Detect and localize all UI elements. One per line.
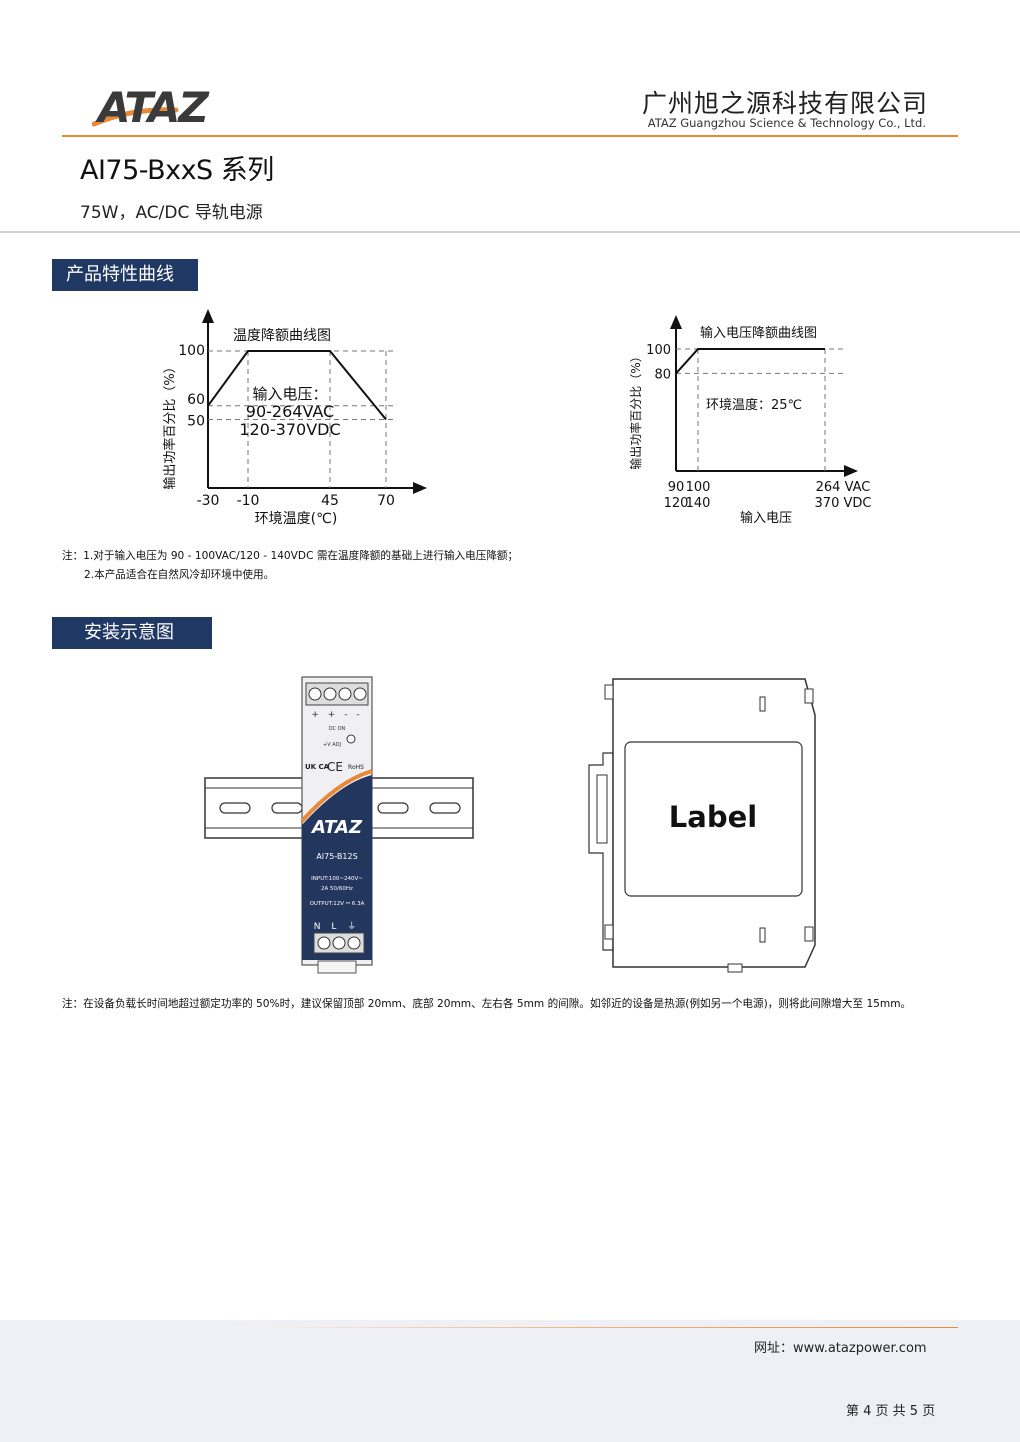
header-divider bbox=[62, 135, 958, 137]
temp-x-label: 环境温度(℃) bbox=[255, 511, 338, 527]
temp-chart-x-arrow bbox=[413, 482, 427, 494]
svg-text:INPUT:100~240V~: INPUT:100~240V~ bbox=[311, 876, 363, 882]
product-subtitle: 75W，AC/DC 导轨电源 bbox=[80, 203, 263, 223]
temp-derating-line bbox=[207, 350, 387, 421]
temp-annotation-0: 输入电压： bbox=[252, 385, 327, 403]
volt-y-tick-80: 80 bbox=[654, 367, 671, 382]
temp-chart-y-arrow bbox=[202, 309, 214, 323]
temp-annotation-1: 90-264VAC bbox=[246, 402, 334, 421]
temp-y-tick-50: 50 bbox=[187, 414, 205, 430]
volt-x-tick-top-0: 90 bbox=[668, 480, 685, 495]
section-install-heading: 安装示意图 bbox=[52, 617, 212, 649]
svg-text:RoHS: RoHS bbox=[348, 764, 364, 771]
volt-x-tick-bottom-0: 120 bbox=[664, 496, 689, 511]
temp-x-tick--30: -30 bbox=[197, 493, 220, 509]
svg-text:N L ⏚: N L ⏚ bbox=[314, 921, 360, 932]
volt-x-tick-top-2: 264 VAC bbox=[816, 480, 871, 495]
volt-chart-x-arrow bbox=[844, 465, 858, 477]
volt-x-tick-bottom-2: 370 VDC bbox=[815, 496, 872, 511]
volt-chart-y-arrow bbox=[670, 315, 682, 329]
temp-x-tick-70: 70 bbox=[377, 493, 395, 509]
temp-annotation-2: 120-370VDC bbox=[239, 420, 340, 439]
website-text: 网址：www.atazpower.com bbox=[754, 1341, 927, 1356]
svg-text:DC ON: DC ON bbox=[329, 726, 346, 732]
svg-text:ATAZ: ATAZ bbox=[95, 83, 210, 132]
svg-text:OUTPUT:12V ⎓ 6.3A: OUTPUT:12V ⎓ 6.3A bbox=[310, 901, 365, 907]
series-title: AI75-BxxS 系列 bbox=[80, 155, 274, 186]
svg-text:+ + - -: + + - - bbox=[311, 710, 362, 720]
volt-y-label: 输出功率百分比（%） bbox=[628, 350, 643, 469]
svg-text:ATAZ: ATAZ bbox=[310, 817, 363, 838]
footer-band bbox=[0, 1320, 1020, 1442]
volt-derating-line bbox=[675, 348, 825, 375]
curve-note-1: 注：1.对于输入电压为 90 - 100VAC/120 - 140VDC 需在温… bbox=[62, 550, 519, 562]
footer-divider bbox=[230, 1327, 958, 1328]
volt-x-label: 输入电压 bbox=[740, 510, 792, 526]
svg-text:UK CA: UK CA bbox=[305, 763, 330, 771]
section-divider bbox=[0, 231, 1020, 233]
temp-x-tick--10: -10 bbox=[237, 493, 260, 509]
temp-y-tick-60: 60 bbox=[187, 392, 205, 408]
section-curves-heading: 产品特性曲线 bbox=[52, 259, 198, 291]
company-name-cn: 广州旭之源科技有限公司 bbox=[641, 89, 928, 118]
temp-x-tick-45: 45 bbox=[321, 493, 339, 509]
volt-y-tick-100: 100 bbox=[646, 343, 671, 358]
page-indicator: 第 4 页 共 5 页 bbox=[846, 1404, 936, 1419]
svg-text:Label: Label bbox=[669, 800, 757, 834]
svg-text:+V ADJ: +V ADJ bbox=[323, 742, 341, 748]
temp-y-label: 输出功率百分比（%） bbox=[162, 360, 178, 489]
company-name-en: ATAZ Guangzhou Science & Technology Co.,… bbox=[647, 116, 926, 130]
label-area bbox=[624, 741, 803, 897]
temp-y-tick-100: 100 bbox=[178, 343, 205, 359]
temp-chart-title: 温度降额曲线图 bbox=[233, 328, 331, 344]
ataz-logo: ATAZ bbox=[92, 83, 212, 132]
svg-text:2A 50/60Hz: 2A 50/60Hz bbox=[321, 886, 353, 892]
volt-x-tick-top-1: 100 bbox=[686, 480, 711, 495]
svg-text:AI75-B12S: AI75-B12S bbox=[316, 852, 357, 861]
front-view-install-diagram: + + - - DC ON +V ADJ UK CA CE RoHS ATAZ … bbox=[204, 676, 474, 974]
volt-annotation: 环境温度：25℃ bbox=[706, 397, 802, 413]
side-view-install-diagram: Label bbox=[588, 678, 816, 973]
curve-note-2: 2.本产品适合在自然风冷却环境中使用。 bbox=[84, 569, 275, 581]
volt-x-tick-bottom-1: 140 bbox=[686, 496, 711, 511]
svg-text:CE: CE bbox=[327, 760, 343, 774]
install-note: 注：在设备负载长时间地超过额定功率的 50%时，建议保留顶部 20mm、底部 2… bbox=[62, 998, 912, 1010]
volt-chart-title: 输入电压降额曲线图 bbox=[700, 325, 817, 341]
